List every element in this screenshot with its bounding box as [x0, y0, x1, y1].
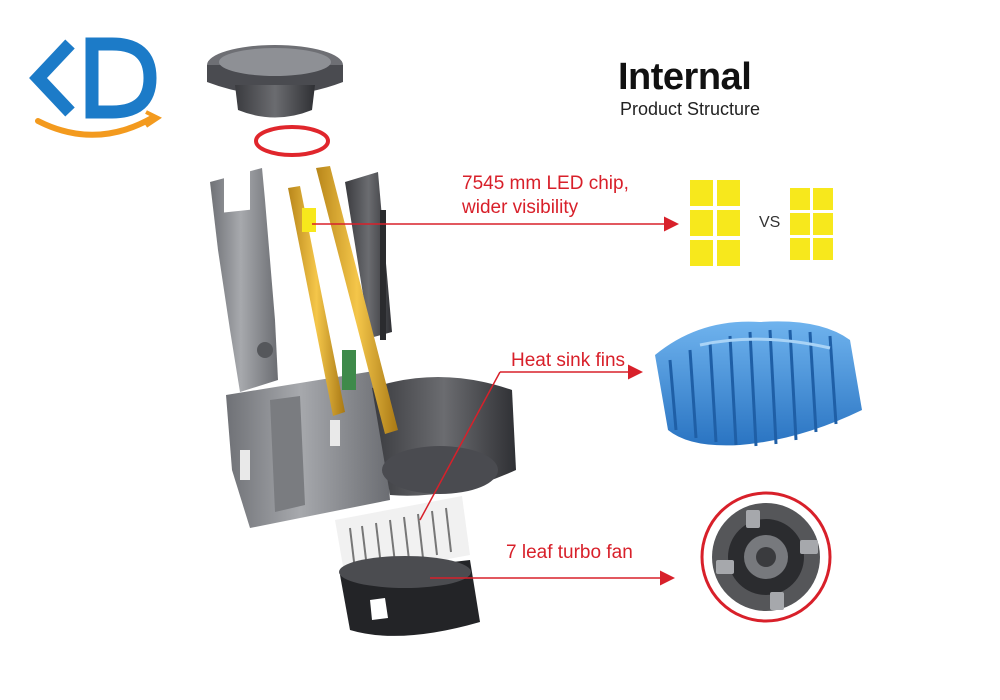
o-ring	[254, 125, 330, 157]
bulb-housing-dark	[345, 172, 516, 496]
callout-lines	[312, 216, 679, 586]
callout-led-line1: 7545 mm LED chip,	[462, 173, 629, 194]
callout-turbo-fan: 7 leaf turbo fan	[506, 542, 633, 563]
callout-led-chip: 7545 mm LED chip, wider visibility	[462, 172, 629, 220]
callout-heat-sink: Heat sink fins	[511, 350, 626, 371]
heat-sink-icon	[655, 321, 862, 447]
callout-led-line2: wider visibility	[462, 197, 579, 218]
chip-comparison-large	[690, 180, 740, 266]
title-product-structure: Product Structure	[620, 99, 761, 119]
bulb-housing	[210, 168, 390, 528]
dust-cap	[207, 45, 343, 118]
kd-logo	[29, 37, 162, 138]
comparison-vs: VS	[759, 214, 781, 231]
led-boards	[288, 166, 398, 434]
title-internal: Internal	[618, 56, 752, 98]
chip-comparison-small	[790, 188, 833, 260]
fan-cap	[339, 556, 480, 636]
barcode-sleeve	[335, 496, 470, 578]
turbo-fan-icon	[700, 491, 832, 623]
led-chip-icon	[302, 208, 316, 232]
